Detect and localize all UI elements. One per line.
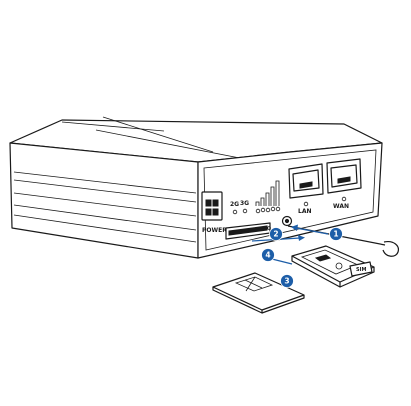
step-marker-1: 1: [329, 227, 343, 241]
step-marker-2: 2: [269, 227, 283, 241]
sim-tray-label: SIM: [356, 267, 366, 273]
left-ridge-4: [13, 204, 197, 231]
label-3g: 3G: [240, 200, 249, 207]
sim-slot-opening: [228, 225, 268, 236]
router-body: [9, 116, 383, 259]
signal-led-1: [255, 208, 261, 214]
wan-port[interactable]: [326, 158, 362, 194]
sim-tray[interactable]: [291, 245, 375, 288]
signal-bar-5: [275, 180, 280, 206]
signal-led-5: [275, 206, 281, 212]
signal-bar-3: [265, 192, 270, 206]
svg-text:3: 3: [284, 277, 289, 286]
signal-led-2: [260, 207, 266, 213]
eject-arrow: [291, 224, 329, 235]
top-seam-3: [95, 129, 251, 161]
sim-eject-hole[interactable]: [267, 226, 271, 230]
top-seam-2: [102, 116, 214, 153]
step-marker-3: 3: [280, 274, 294, 288]
power-label: POWER: [202, 227, 227, 234]
signal-bar-2: [260, 197, 265, 206]
left-ridge-3: [13, 192, 197, 217]
svg-text:4: 4: [265, 251, 270, 260]
sim-card: [212, 272, 305, 314]
signal-strength-indicator: [255, 180, 281, 214]
signal-bar-4: [270, 186, 275, 206]
lan-port[interactable]: [288, 163, 324, 199]
signal-led-3: [265, 207, 271, 213]
signal-led-4: [270, 206, 276, 212]
top-seam-1: [61, 121, 165, 132]
left-ridge-2: [13, 179, 197, 203]
left-ridge-1: [13, 171, 197, 194]
led-3g: [242, 208, 248, 214]
lan-led: [303, 201, 309, 207]
svg-text:2: 2: [273, 230, 278, 239]
router-left-face: [9, 142, 199, 259]
reset-button[interactable]: [281, 215, 293, 227]
svg-text:1: 1: [333, 230, 338, 239]
power-connector: [201, 191, 223, 221]
left-ridge-5: [13, 214, 197, 243]
led-2g: [232, 209, 238, 215]
signal-bar-1: [255, 201, 260, 206]
wan-led: [341, 196, 347, 202]
front-bevel: [203, 149, 377, 251]
wan-label: WAN: [333, 203, 349, 210]
step-marker-4: 4: [261, 248, 275, 262]
label-2g: 2G: [230, 201, 239, 208]
lan-label: LAN: [298, 208, 312, 215]
network-indicators: 2G 3G: [230, 200, 249, 215]
